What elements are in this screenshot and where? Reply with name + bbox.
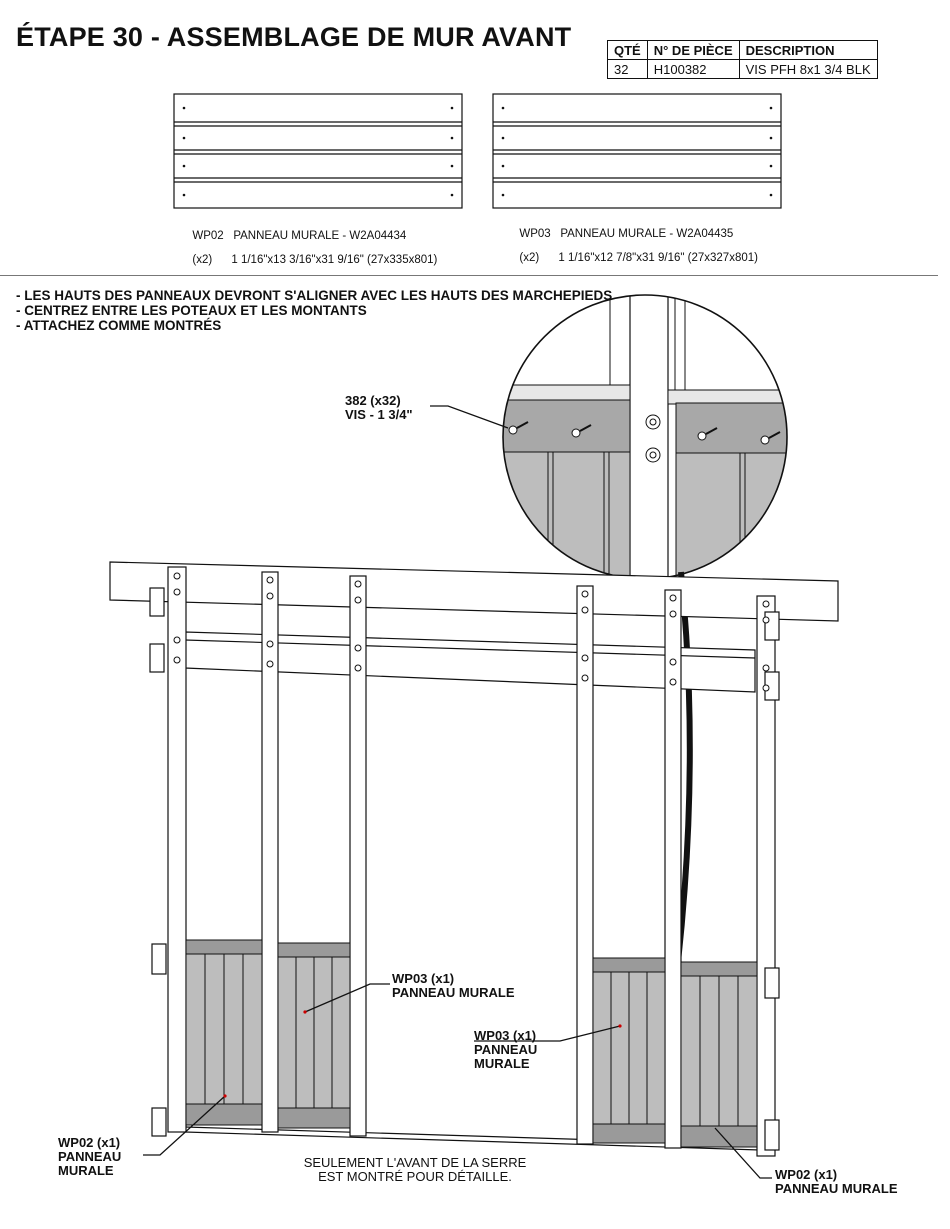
parts-table-header: QTÉ N° DE PIÈCE DESCRIPTION	[607, 40, 878, 60]
panel-wp03-dims: 1 1/16"x12 7/8"x31 9/16" (27x327x801)	[558, 252, 758, 264]
callout-wp03-right-line3: MURALE	[474, 1056, 530, 1071]
panel-wp03-drawing	[492, 93, 782, 209]
callout-wp02-right-line2: PANNEAU MURALE	[775, 1181, 898, 1196]
callout-wp02-left-line1: WP02 (x1)	[58, 1135, 121, 1150]
assembly-notes: - LES HAUTS DES PANNEAUX DEVRONT S'ALIGN…	[16, 288, 616, 333]
callout-wp02-left-line2: PANNEAU	[58, 1149, 122, 1164]
col-qty-header: QTÉ	[607, 40, 648, 60]
panel-wp02-code: WP02	[192, 230, 224, 242]
front-only-note-line1: SEULEMENT L'AVANT DE LA SERRE	[303, 1155, 527, 1170]
page-title: ÉTAPE 30 - ASSEMBLAGE DE MUR AVANT	[16, 22, 572, 52]
callout-wp02-right: WP02 (x1) PANNEAU MURALE	[775, 1168, 898, 1196]
parts-table: QTÉ N° DE PIÈCE DESCRIPTION 32 H100382 V…	[607, 40, 878, 79]
front-wall-assembly	[109, 561, 839, 1157]
panel-wp03-code: WP03	[519, 228, 551, 240]
panel-wp03-qty: (x2)	[519, 252, 540, 264]
note-align: - LES HAUTS DES PANNEAUX DEVRONT S'ALIGN…	[16, 288, 613, 303]
panel-wp02-drawing	[173, 93, 463, 209]
note-center: - CENTREZ ENTRE LES POTEAUX ET LES MONTA…	[16, 303, 367, 318]
callout-wp03-right-line1: WP03 (x1)	[474, 1028, 537, 1043]
panel-wp02-name: PANNEAU MURALE - W2A04434	[233, 230, 407, 242]
callout-wp02-left-line3: MURALE	[58, 1163, 114, 1178]
callout-screw-line1: 382 (x32)	[345, 393, 401, 408]
callout-wp03-left-line1: WP03 (x1)	[392, 971, 455, 986]
callout-wp03-right: WP03 (x1) PANNEAU MURALE	[474, 1029, 537, 1071]
callout-screw-line2: VIS - 1 3/4"	[345, 407, 413, 422]
callout-wp02-left: WP02 (x1) PANNEAU MURALE	[58, 1136, 121, 1178]
detail-magnifier	[502, 294, 788, 580]
section-divider	[0, 275, 938, 276]
part-number-cell: H100382	[646, 59, 740, 79]
panel-wp03-name: PANNEAU MURALE - W2A04435	[560, 228, 734, 240]
description-cell: VIS PFH 8x1 3/4 BLK	[738, 59, 878, 79]
bolt-markers	[173, 572, 770, 692]
panel-wp03-label: WP03 PANNEAU MURALE - W2A04435 (x2) 1 1/…	[513, 216, 758, 264]
callout-wp03-right-line2: PANNEAU	[474, 1042, 538, 1057]
note-attach: - ATTACHEZ COMME MONTRÉS	[16, 318, 222, 333]
front-only-note: SEULEMENT L'AVANT DE LA SERRE EST MONTRÉ…	[260, 1156, 570, 1184]
table-row: 32 H100382 VIS PFH 8x1 3/4 BLK	[607, 59, 878, 79]
callout-screw: 382 (x32) VIS - 1 3/4"	[345, 394, 413, 422]
callout-wp03-left-line2: PANNEAU MURALE	[392, 985, 515, 1000]
wall-panels	[185, 939, 758, 1148]
callout-wp02-right-line1: WP02 (x1)	[775, 1167, 838, 1182]
panel-wp02-qty: (x2)	[192, 254, 213, 266]
panel-wp02-label: WP02 PANNEAU MURALE - W2A04434 (x2) 1 1/…	[186, 218, 437, 266]
callout-wp03-left: WP03 (x1) PANNEAU MURALE	[392, 972, 515, 1000]
detail-leader-line	[675, 571, 693, 963]
panel-wp02-dims: 1 1/16"x13 3/16"x31 9/16" (27x335x801)	[231, 254, 438, 266]
front-only-note-line2: EST MONTRÉ POUR DÉTAILLE.	[318, 1169, 512, 1184]
callout-leaders	[143, 405, 772, 1179]
